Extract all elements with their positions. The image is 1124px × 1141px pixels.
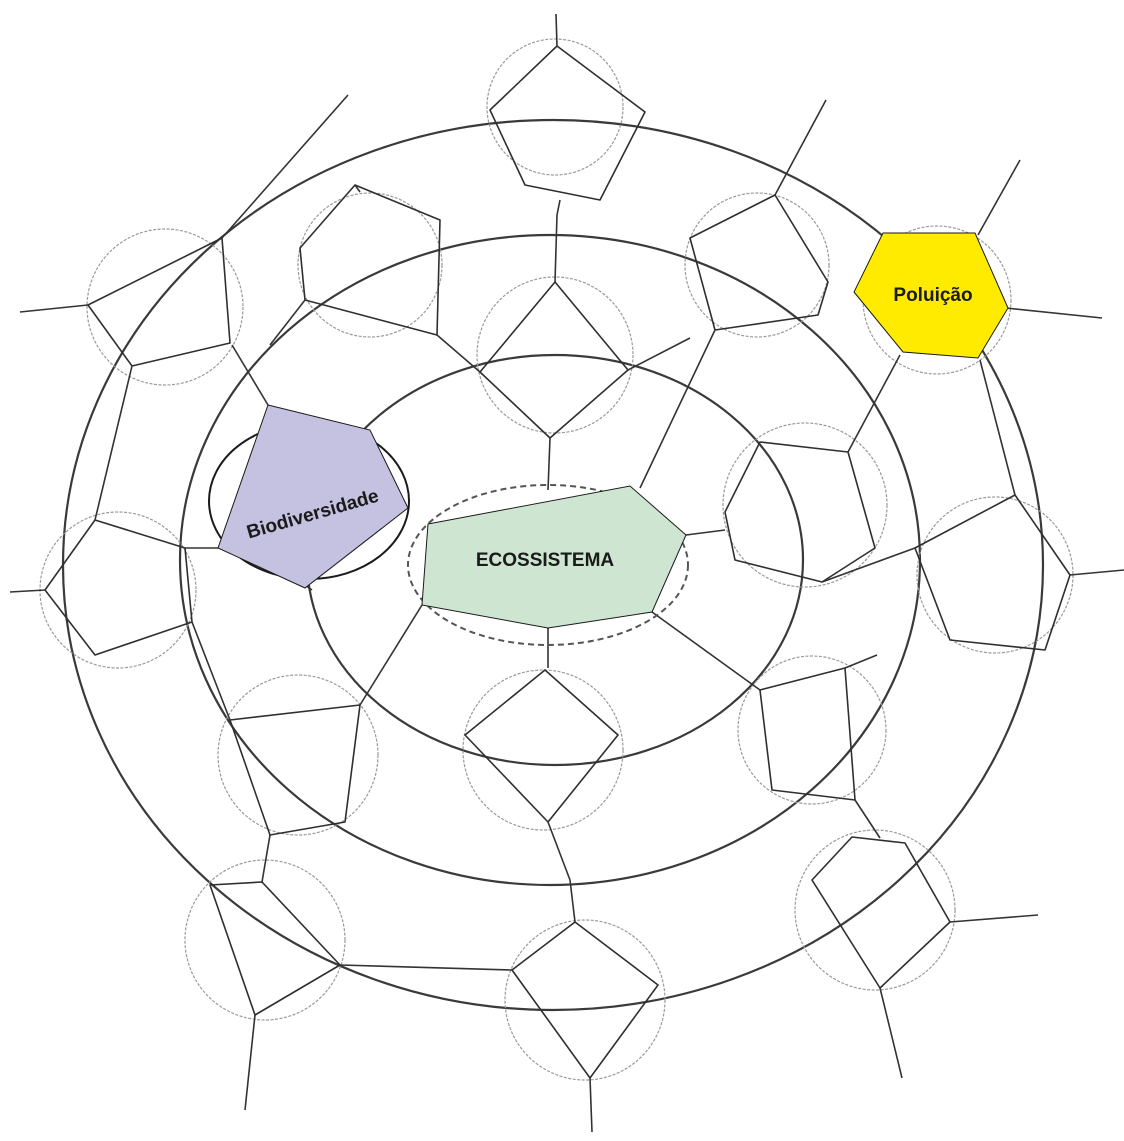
connector-line xyxy=(651,611,761,691)
biodiversidade-shape xyxy=(217,404,409,589)
connector-line xyxy=(639,329,716,489)
connector-line xyxy=(977,159,1021,236)
connector-line xyxy=(554,214,558,283)
node-circle xyxy=(916,496,1074,654)
node-circle xyxy=(504,919,666,1081)
connector-line xyxy=(854,799,881,839)
node-polygon xyxy=(489,45,646,201)
connector-line xyxy=(569,879,576,923)
ecossistema-shape xyxy=(421,485,687,629)
node-circle xyxy=(722,422,888,588)
connector-line xyxy=(244,1014,256,1111)
node-circle xyxy=(462,669,624,831)
connector-lines xyxy=(9,13,1124,1133)
connector-line xyxy=(979,359,1016,496)
node-circle xyxy=(297,192,443,338)
node-polygon xyxy=(914,494,1071,651)
connector-line xyxy=(436,334,481,373)
connector-line xyxy=(1069,569,1124,576)
node-polygon xyxy=(229,704,361,836)
poluicao-shape xyxy=(853,232,1009,359)
node-circle xyxy=(486,38,624,176)
connector-line xyxy=(847,354,901,453)
connector-line xyxy=(1005,307,1103,319)
node-circle xyxy=(737,655,887,805)
node-polygon xyxy=(209,881,341,1016)
connector-line xyxy=(221,94,349,239)
connector-line xyxy=(685,529,726,536)
connector-line xyxy=(589,1077,593,1133)
connector-line xyxy=(556,199,561,216)
connector-line xyxy=(555,13,558,47)
connector-line xyxy=(19,304,89,313)
connector-line xyxy=(191,621,231,721)
connector-line xyxy=(949,914,1039,923)
node-circle xyxy=(86,228,244,386)
node-circle xyxy=(184,859,346,1021)
poluicao-label: Poluição xyxy=(893,285,972,306)
connector-line xyxy=(231,344,269,406)
connector-line xyxy=(359,604,423,706)
node-polygon xyxy=(87,237,231,367)
node-circle xyxy=(217,674,379,836)
connector-line xyxy=(821,547,916,583)
connector-line xyxy=(627,337,691,371)
node-polygon xyxy=(299,184,441,336)
node-polygon xyxy=(759,667,856,801)
node-circle xyxy=(684,192,830,338)
connector-line xyxy=(354,184,361,193)
connector-line xyxy=(94,365,133,521)
node-polygon xyxy=(464,669,619,823)
connector-line xyxy=(879,987,903,1079)
connector-line xyxy=(547,821,571,881)
connector-line xyxy=(339,964,513,971)
connector-line xyxy=(261,834,271,883)
node-circle xyxy=(794,829,956,991)
ecossistema-node[interactable]: ECOSSISTEMA xyxy=(407,484,689,646)
node-polygon xyxy=(811,836,951,989)
connector-line xyxy=(547,437,551,491)
node-polygon xyxy=(44,519,193,656)
connector-line xyxy=(844,654,878,669)
node-polygon xyxy=(689,194,829,331)
ecossistema-dashed-ring xyxy=(407,484,689,646)
connector-line xyxy=(269,299,306,346)
connector-line xyxy=(774,99,827,196)
ecossistema-label: ECOSSISTEMA xyxy=(476,550,615,571)
connector-line xyxy=(9,589,46,593)
poluicao-node[interactable]: Poluição xyxy=(853,232,1009,359)
node-polygon xyxy=(724,441,876,583)
node-polygon xyxy=(511,921,659,1079)
biodiversidade-node[interactable]: Biodiversidade xyxy=(208,404,410,589)
